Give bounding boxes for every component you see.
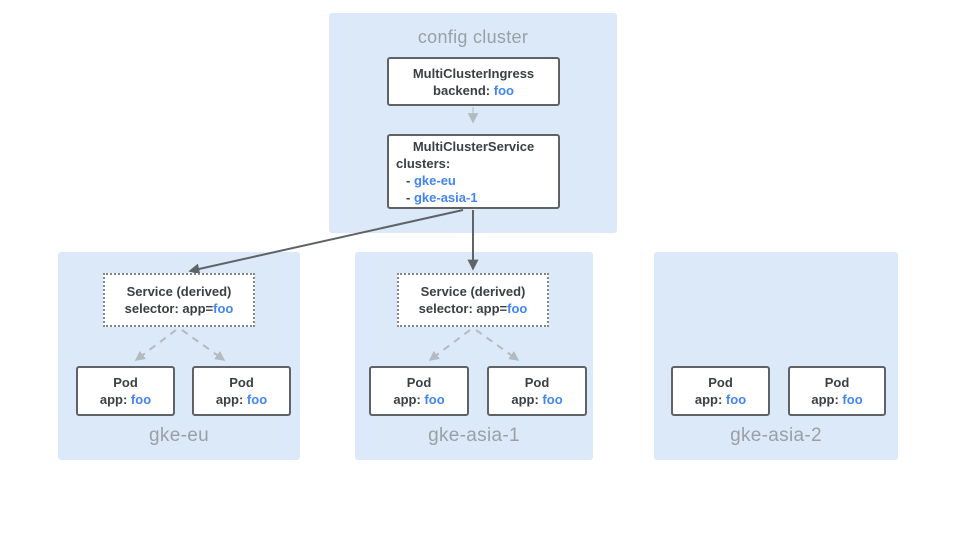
pod-title: Pod <box>406 375 432 390</box>
multi-cluster-ingress-node: MultiClusterIngress backend: foo <box>387 57 560 106</box>
pod-title: Pod <box>824 375 850 390</box>
pod-app-line: app: foo <box>216 391 267 408</box>
config-cluster-title: config cluster <box>417 27 529 47</box>
pod-app-line: app: foo <box>511 391 562 408</box>
pod-title: Pod <box>113 375 138 390</box>
pod-title: Pod <box>708 375 733 390</box>
gke-eu-derived-service-node: Service (derived) selector: app=foo <box>103 273 255 327</box>
gke-asia-1-pod-1-node: Pod app: foo <box>369 366 469 416</box>
service-selector-line: selector: app=foo <box>419 300 528 317</box>
service-selector-value: foo <box>213 301 234 316</box>
pod-app-value: foo <box>130 392 152 407</box>
pod-app-label: app: <box>811 392 839 407</box>
pod-title: Pod <box>229 375 254 390</box>
gke-asia-1-pod-2-node: Pod app: foo <box>487 366 587 416</box>
cluster-label-gke-eu: gke-eu <box>149 425 209 446</box>
cluster-group-gke-asia-1: gke-asia-1 <box>355 252 593 460</box>
pod-app-value: foo <box>842 392 863 407</box>
pod-app-value: foo <box>725 392 747 407</box>
service-selector-line: selector: app=foo <box>125 300 234 317</box>
pod-app-line: app: foo <box>393 391 444 408</box>
service-title: Service (derived) <box>420 284 526 299</box>
mcs-clusters-label: clusters: <box>396 155 451 171</box>
pod-app-value: foo <box>542 392 563 407</box>
service-selector-label: selector: app= <box>418 301 508 316</box>
gke-eu-pod-1-node: Pod app: foo <box>76 366 175 416</box>
mci-backend-value: foo <box>493 82 514 98</box>
mcs-cluster-item-gke-asia-1: - gke-asia-1 <box>396 189 551 206</box>
gke-asia-2-pod-1-node: Pod app: foo <box>671 366 770 416</box>
mcs-item-name-gke-asia-1: gke-asia-1 <box>413 189 478 205</box>
multi-cluster-service-node: MultiClusterService clusters: - gke-eu -… <box>387 134 560 209</box>
mcs-cluster-item-gke-eu: - gke-eu <box>396 172 551 189</box>
mcs-title: MultiClusterService <box>412 138 535 154</box>
service-selector-value: foo <box>507 301 528 316</box>
mci-title: MultiClusterIngress <box>412 65 535 81</box>
mcs-item-dash: - <box>406 189 411 205</box>
cluster-label-gke-asia-1: gke-asia-1 <box>428 425 520 446</box>
pod-app-line: app: foo <box>100 391 151 408</box>
gke-asia-1-derived-service-node: Service (derived) selector: app=foo <box>397 273 549 327</box>
pod-app-label: app: <box>511 392 539 407</box>
pod-app-line: app: foo <box>695 391 746 408</box>
pod-app-label: app: <box>694 392 723 407</box>
pod-app-label: app: <box>99 392 128 407</box>
cluster-group-gke-asia-2: gke-asia-2 <box>654 252 898 460</box>
service-selector-label: selector: app= <box>124 301 214 316</box>
mcs-item-name-gke-eu: gke-eu <box>413 172 456 188</box>
gke-eu-pod-2-node: Pod app: foo <box>192 366 291 416</box>
mci-backend-line: backend: foo <box>433 82 514 99</box>
mcs-item-dash: - <box>406 172 411 188</box>
pod-app-label: app: <box>215 392 244 407</box>
mci-backend-label: backend: <box>433 82 491 98</box>
service-title: Service (derived) <box>126 284 232 299</box>
pod-title: Pod <box>524 375 550 390</box>
cluster-label-gke-asia-2: gke-asia-2 <box>730 425 822 446</box>
pod-app-line: app: foo <box>811 391 862 408</box>
gke-asia-2-pod-2-node: Pod app: foo <box>788 366 886 416</box>
pod-app-label: app: <box>393 392 421 407</box>
pod-app-value: foo <box>246 392 268 407</box>
pod-app-value: foo <box>424 392 445 407</box>
